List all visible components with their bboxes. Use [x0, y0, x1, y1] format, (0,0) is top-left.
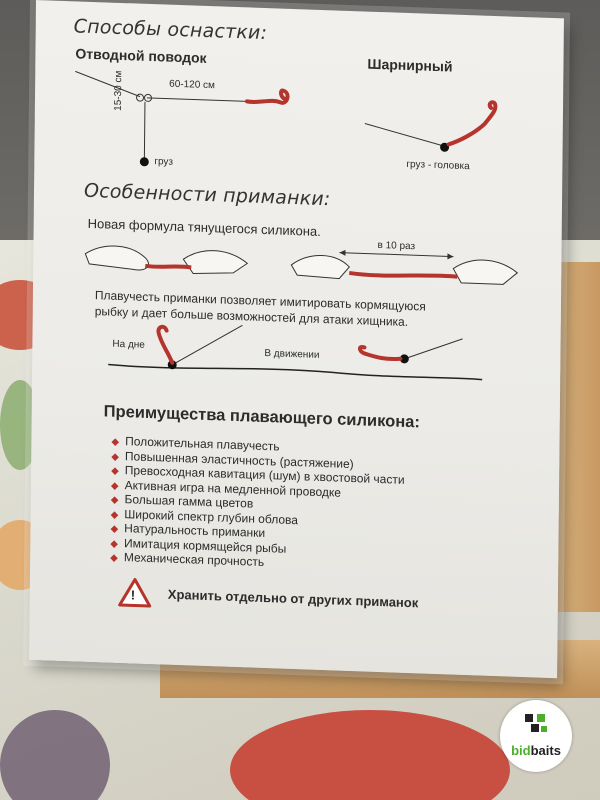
flower-red-bottom [230, 710, 510, 800]
leader-main-line [147, 97, 248, 102]
bullet-icon: ◆ [110, 480, 119, 492]
bottom-floating-lure [156, 324, 175, 365]
brand-part-2: baits [530, 743, 561, 758]
bullet-icon: ◆ [110, 538, 119, 550]
hands-left-pair [84, 245, 249, 275]
bullet-icon: ◆ [110, 494, 119, 506]
short-stretch-lure [145, 263, 192, 270]
advantages-title: Преимущества плавающего силикона: [103, 402, 420, 432]
leader-length-label: 60-120 см [169, 78, 216, 92]
motion-label: В движении [264, 347, 320, 361]
warning-exclamation: ! [130, 587, 136, 603]
ratio-arrow [339, 252, 454, 258]
leader-line [75, 70, 141, 98]
brand-part-1: bid [511, 743, 531, 758]
hinged-line [364, 123, 445, 147]
motion-jighead [399, 354, 409, 364]
flower-purple [0, 710, 110, 800]
stretch-illustration [84, 245, 519, 285]
long-stretch-lure [348, 270, 458, 279]
instruction-sheet: Способы оснастки: Отводной поводок Шарни… [29, 0, 564, 679]
worm-lure-1 [245, 88, 290, 105]
motion-lure [357, 345, 403, 362]
hands-right-pair [290, 255, 519, 285]
rigging-title: Способы оснастки: [73, 15, 268, 45]
bidbaits-watermark: bidbaits [500, 700, 572, 772]
bidbaits-wordmark: bidbaits [500, 743, 572, 758]
sinker-dot [139, 157, 149, 167]
swivel-2 [144, 93, 153, 102]
warning-triangle-icon [118, 577, 152, 608]
bottom-label: На дне [112, 338, 145, 351]
bottom-fishing-line [171, 324, 243, 366]
buoyancy-illustration [108, 324, 483, 381]
bullet-icon: ◆ [110, 509, 119, 521]
advantages-list: ◆Положительная плавучесть ◆Повышенная эл… [110, 434, 405, 576]
leader-drop-label: 15-30 см [112, 70, 125, 112]
ratio-arrow-right [447, 253, 454, 260]
bottom-line [108, 363, 483, 381]
bullet-icon: ◆ [111, 436, 120, 448]
worm-lure-2 [446, 100, 498, 147]
leader-drop-line [143, 101, 146, 159]
bullet-icon: ◆ [110, 523, 119, 535]
leader-weight-label: груз [154, 156, 174, 168]
bidbaits-logo-icon [525, 714, 547, 732]
warning-text: Хранить отдельно от других приманок [167, 586, 419, 611]
swivel-1 [136, 93, 145, 102]
rig-diagrams [75, 70, 498, 167]
motion-fishing-line [404, 338, 463, 360]
bullet-icon: ◆ [110, 552, 118, 564]
bullet-icon: ◆ [111, 451, 120, 463]
ratio-arrow-left [339, 249, 346, 256]
bullet-icon: ◆ [111, 465, 119, 477]
hinged-label: груз - головка [406, 158, 470, 173]
